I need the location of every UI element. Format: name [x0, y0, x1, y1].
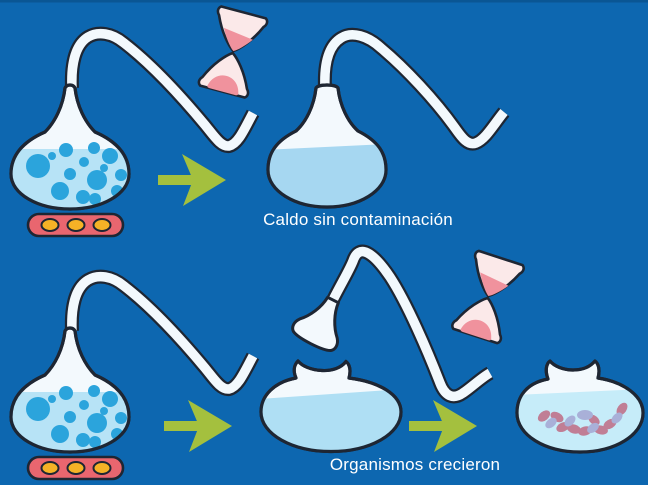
clear-broth	[268, 144, 386, 207]
clear-broth-flask	[266, 27, 510, 209]
detached-swan-neck	[291, 244, 494, 404]
contaminated-broth	[517, 389, 643, 452]
caption-top: Caldo sin contaminación	[263, 210, 453, 229]
top-edge-line	[0, 0, 648, 3]
organisms-rose	[537, 402, 628, 436]
flask-body-outline	[266, 83, 388, 209]
organisms-flask	[515, 359, 645, 454]
broken-neck-flask	[259, 359, 403, 454]
caption-bottom: Organismos crecieron	[330, 455, 500, 474]
swan-neck-tube	[328, 246, 493, 402]
swan-neck-tube	[320, 30, 508, 149]
broth	[261, 389, 401, 452]
organisms-lavender	[545, 410, 623, 434]
flask-body-outline	[515, 359, 645, 454]
flask-body-outline	[259, 359, 403, 454]
broken-neck-funnel	[291, 295, 340, 353]
